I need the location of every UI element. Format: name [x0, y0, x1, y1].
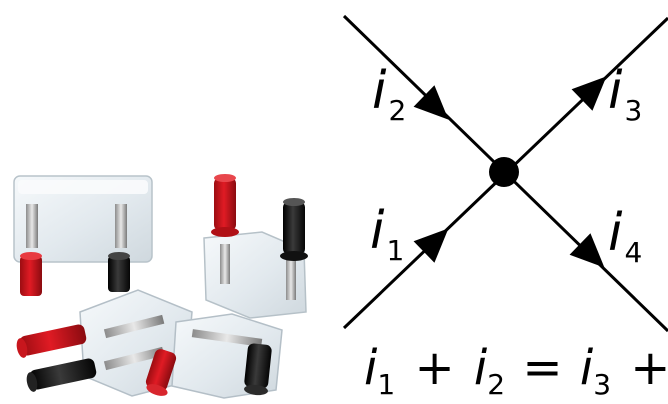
connector-block-back-left — [14, 176, 152, 296]
current-label-i3: i3 — [608, 61, 642, 127]
connector-blocks-photo — [14, 174, 308, 398]
current-label-i1: i1 — [370, 201, 404, 267]
connector-block-right — [204, 174, 308, 318]
current-label-i4: i4 — [608, 203, 642, 269]
junction-diagram: i2 i3 i1 i4 i1 + i2 = i3 + i4 — [344, 16, 668, 404]
kirchhoff-equation: i1 + i2 = i3 + i4 — [364, 340, 668, 404]
junction-node — [489, 157, 519, 187]
